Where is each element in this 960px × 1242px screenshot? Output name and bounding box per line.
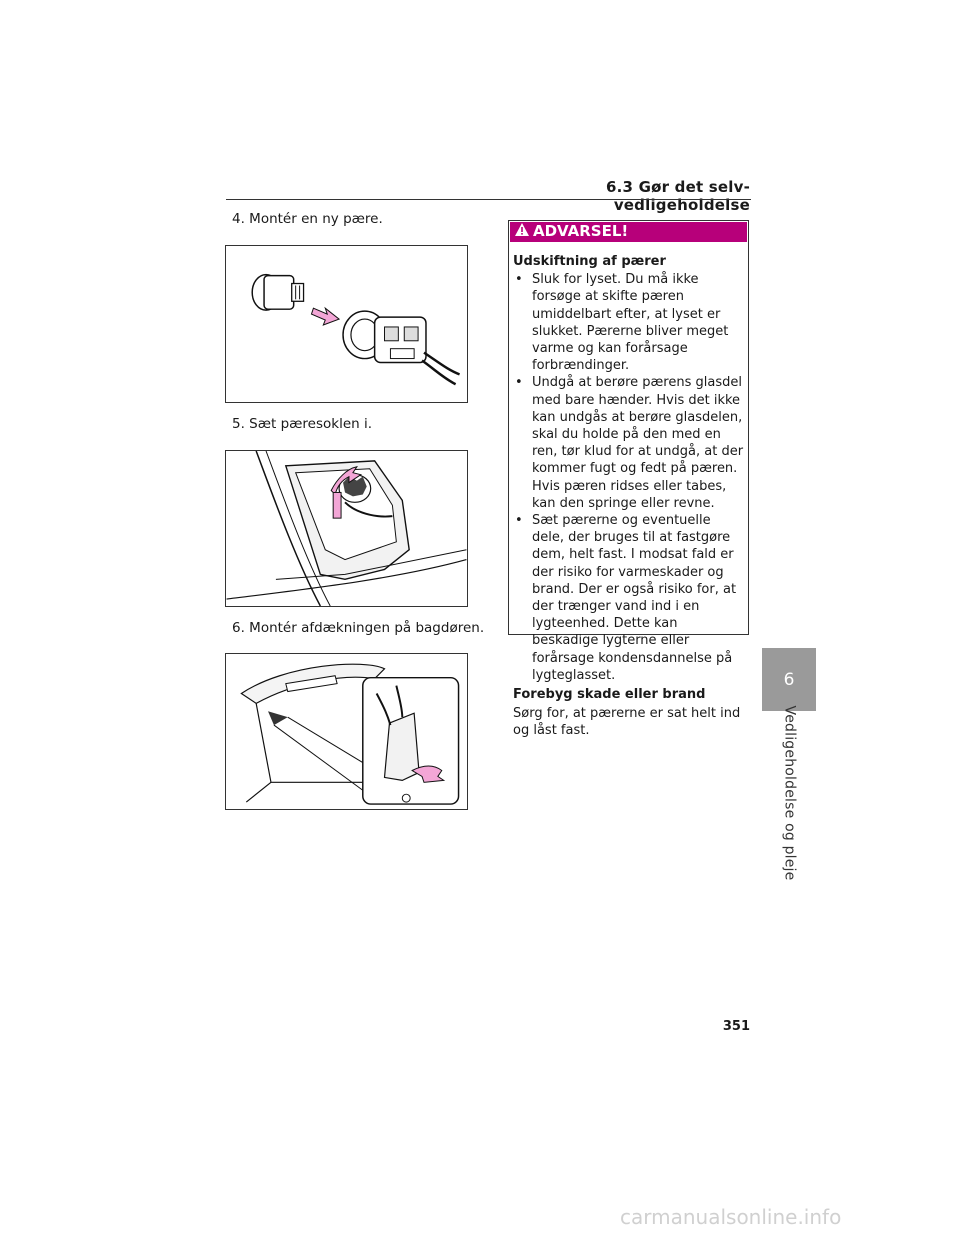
chapter-title-text: Vedligeholdelse og pleje (781, 705, 798, 881)
warning-box: ADVARSEL! Udskiftning af pærer Sluk for … (508, 220, 749, 738)
warning-heading: ADVARSEL! (533, 222, 629, 241)
warning-triangle-icon (514, 222, 530, 241)
figure-bulb-insert (225, 245, 468, 403)
warning-title-fire: Forebyg skade eller brand (513, 687, 706, 703)
warning-bullet: Sluk for lyset. Du må ikke forsøge at sk… (513, 271, 744, 374)
bulb-insert-illustration (251, 273, 460, 386)
warning-bullet: Undgå at berøre pærens glasdel med bare … (513, 374, 744, 512)
chapter-title: Vedligeholdelse og pleje (745, 706, 833, 881)
figure-socket-insert (225, 450, 468, 607)
header-divider (226, 199, 751, 200)
step-6-label: 6. Montér afdækningen på bagdøren. (232, 620, 485, 636)
watermark: carmanualsonline.info (620, 1205, 842, 1229)
socket-insert-illustration (226, 451, 467, 606)
warning-list: Sluk for lyset. Du må ikke forsøge at sk… (513, 271, 744, 684)
cover-mount-illustration (240, 663, 460, 805)
section-title: 6.3 Gør det selv-vedligeholdelse (606, 178, 750, 214)
warning-title-bulbs: Udskiftning af pærer (513, 254, 666, 269)
warning-paragraph: Sørg for, at pærerne er sat helt ind og … (513, 706, 741, 739)
figure-cover-mount (225, 653, 468, 810)
step-5-label: 5. Sæt pæresoklen i. (232, 416, 373, 432)
page-number: 351 (722, 1019, 750, 1034)
chapter-number-tab: 6 (762, 648, 816, 711)
warning-bullet: Sæt pærerne og eventuelle dele, der brug… (513, 512, 744, 684)
warning-header: ADVARSEL! (510, 222, 747, 244)
step-4-label: 4. Montér en ny pære. (232, 211, 383, 227)
